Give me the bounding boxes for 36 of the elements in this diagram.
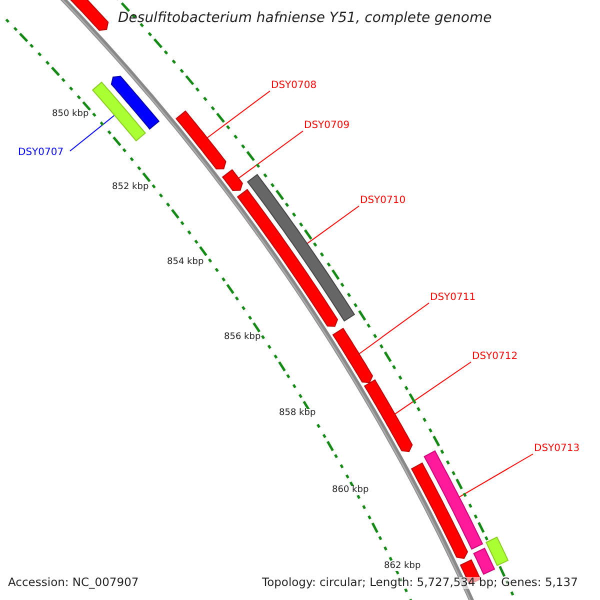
scale-label: 850 kbp <box>52 110 89 119</box>
gene-feature <box>222 169 243 191</box>
leader-line <box>70 114 116 152</box>
genome-info-text: Topology: circular; Length: 5,727,534 bp; Genes: 5,137 <box>262 577 578 588</box>
leader-line <box>458 454 534 498</box>
gene-label: DSY0712 <box>472 352 518 362</box>
gene-feature <box>486 536 509 566</box>
gene-label: DSY0711 <box>430 293 476 303</box>
gene-label: DSY0708 <box>271 81 317 91</box>
gene-feature <box>332 328 374 384</box>
leader-line <box>394 362 472 415</box>
gene-feature <box>110 76 160 130</box>
leader-line <box>306 206 360 244</box>
gene-feature <box>246 174 356 322</box>
gene-feature <box>473 548 496 575</box>
scale-label: 858 kbp <box>279 409 316 418</box>
gene-feature <box>236 188 338 327</box>
gene-feature <box>364 379 413 452</box>
gene-feature <box>92 82 146 142</box>
gene-label: DSY0707 <box>18 148 64 158</box>
gene-feature <box>424 450 484 550</box>
scale-label: 854 kbp <box>167 258 204 267</box>
scale-label: 852 kbp <box>112 183 149 192</box>
gene-feature <box>410 462 468 559</box>
gene-label: DSY0710 <box>360 196 406 206</box>
gene-label: DSY0713 <box>534 444 580 454</box>
genome-title: Desulfitobacterium hafniense Y51, complete genome <box>118 11 492 25</box>
scale-label: 862 kbp <box>384 562 421 571</box>
gene-feature <box>176 110 226 170</box>
leader-line <box>206 90 270 138</box>
leader-line <box>238 130 304 179</box>
gene-label: DSY0709 <box>304 121 350 131</box>
scale-label: 860 kbp <box>332 486 369 495</box>
accession-text: Accession: NC_007907 <box>8 577 139 588</box>
scale-label: 856 kbp <box>224 333 261 342</box>
leader-line <box>358 302 430 354</box>
